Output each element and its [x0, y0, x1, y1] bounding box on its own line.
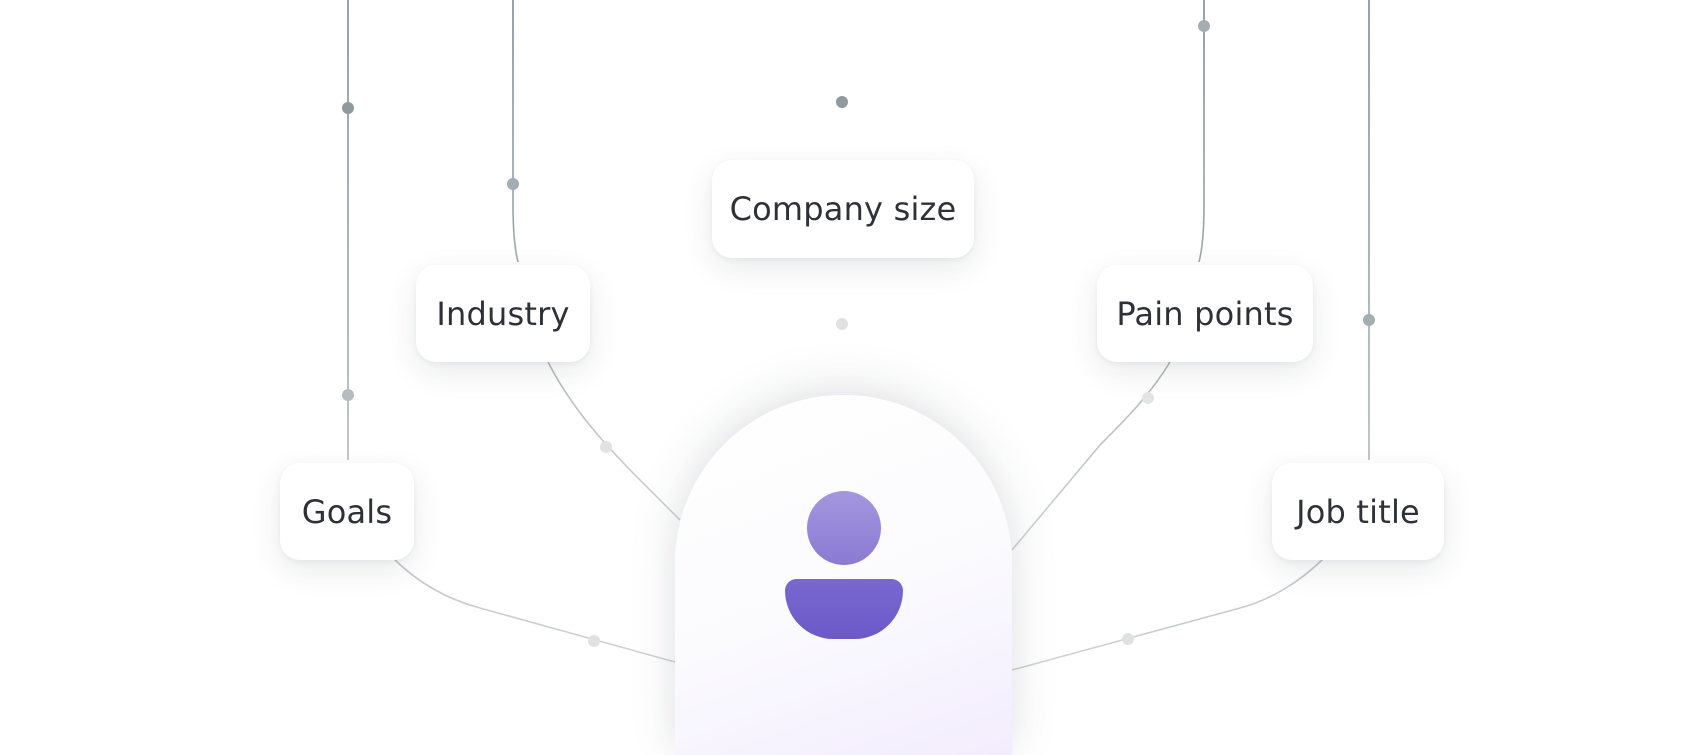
node-dot — [600, 441, 612, 453]
industry-connector — [512, 0, 681, 521]
label-goals: Goals — [280, 463, 414, 560]
label-job-title-text: Job title — [1296, 492, 1420, 531]
pain-points-connector — [1011, 0, 1205, 551]
node-dot — [588, 635, 600, 647]
node-dot — [342, 102, 354, 114]
label-job-title: Job title — [1272, 463, 1444, 560]
goals-connector — [347, 0, 676, 663]
node-dot — [1198, 20, 1210, 32]
label-company-size: Company size — [712, 160, 974, 258]
person-head — [807, 491, 881, 565]
label-pain-points-text: Pain points — [1116, 294, 1294, 333]
label-company-size-text: Company size — [729, 190, 957, 228]
job-title-connector — [1011, 0, 1370, 671]
connector-lines — [342, 0, 1375, 671]
node-dot — [836, 96, 848, 108]
node-dot — [836, 318, 848, 330]
label-industry-text: Industry — [436, 294, 570, 333]
persona-hub — [675, 395, 1012, 755]
node-dot — [1363, 314, 1375, 326]
node-dot — [342, 389, 354, 401]
node-dot — [1122, 633, 1134, 645]
node-dot — [1142, 392, 1154, 404]
label-pain-points: Pain points — [1097, 265, 1313, 362]
node-dot — [507, 178, 519, 190]
person-body — [785, 579, 903, 639]
label-goals-text: Goals — [301, 492, 393, 531]
label-industry: Industry — [416, 265, 590, 362]
